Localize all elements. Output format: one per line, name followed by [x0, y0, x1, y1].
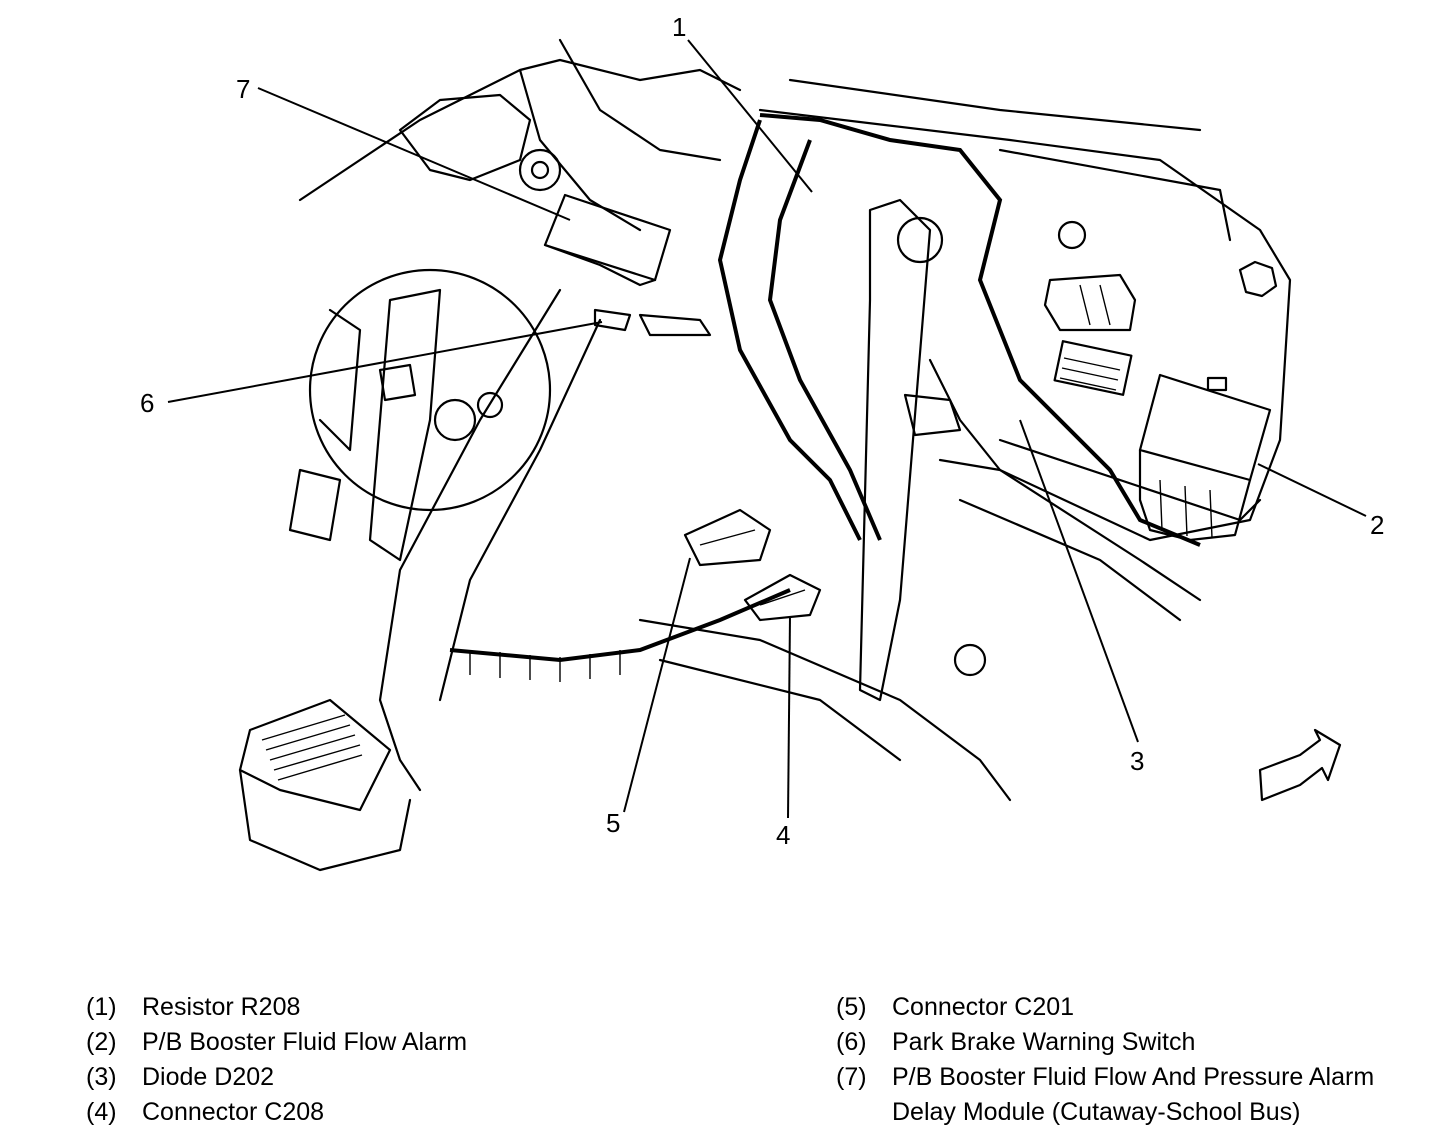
- legend-item: (5) Connector C201: [836, 990, 1456, 1025]
- legend-number: (5): [836, 993, 867, 1021]
- callout-6: 6: [140, 388, 154, 418]
- legend-label: P/B Booster Fluid Flow And Pressure Alar…: [892, 1063, 1375, 1126]
- legend-left-column: (1) Resistor R208 (2) P/B Booster Fluid …: [86, 990, 726, 1130]
- legend-number: (2): [86, 1028, 117, 1056]
- legend-item: (3) Diode D202: [86, 1060, 726, 1095]
- callout-1: 1: [672, 12, 686, 42]
- callout-5: 5: [606, 808, 620, 838]
- legend-label: Park Brake Warning Switch: [892, 1028, 1196, 1056]
- legend-item: (4) Connector C208: [86, 1095, 726, 1130]
- callout-leader-lines: [167, 39, 1367, 819]
- pedal-assembly-illustration: [238, 38, 1342, 872]
- legend-number: (6): [836, 1028, 867, 1056]
- legend-label: P/B Booster Fluid Flow Alarm: [142, 1028, 468, 1056]
- legend-number: (3): [86, 1063, 117, 1091]
- legend-item: (2) P/B Booster Fluid Flow Alarm: [86, 1025, 726, 1060]
- legend-label: Connector C201: [892, 993, 1075, 1021]
- callout-3: 3: [1130, 746, 1144, 776]
- wiring-location-diagram: 1 2 3 4 5 6 7: [140, 12, 1384, 872]
- legend-item: (6) Park Brake Warning Switch: [836, 1025, 1456, 1060]
- legend-label: Resistor R208: [142, 993, 301, 1021]
- legend-label: Diode D202: [142, 1063, 275, 1091]
- legend-item: (1) Resistor R208: [86, 990, 726, 1025]
- legend-number: (4): [86, 1098, 117, 1126]
- callout-2: 2: [1370, 510, 1384, 540]
- legend-number: (7): [836, 1063, 867, 1091]
- legend-label: Connector C208: [142, 1098, 325, 1126]
- legend-right-column: (5) Connector C201 (6) Park Brake Warnin…: [836, 990, 1456, 1130]
- legend-number: (1): [86, 993, 117, 1021]
- callout-7: 7: [236, 74, 250, 104]
- callout-4: 4: [776, 820, 790, 850]
- legend-item: (7) P/B Booster Fluid Flow And Pressure …: [836, 1060, 1456, 1130]
